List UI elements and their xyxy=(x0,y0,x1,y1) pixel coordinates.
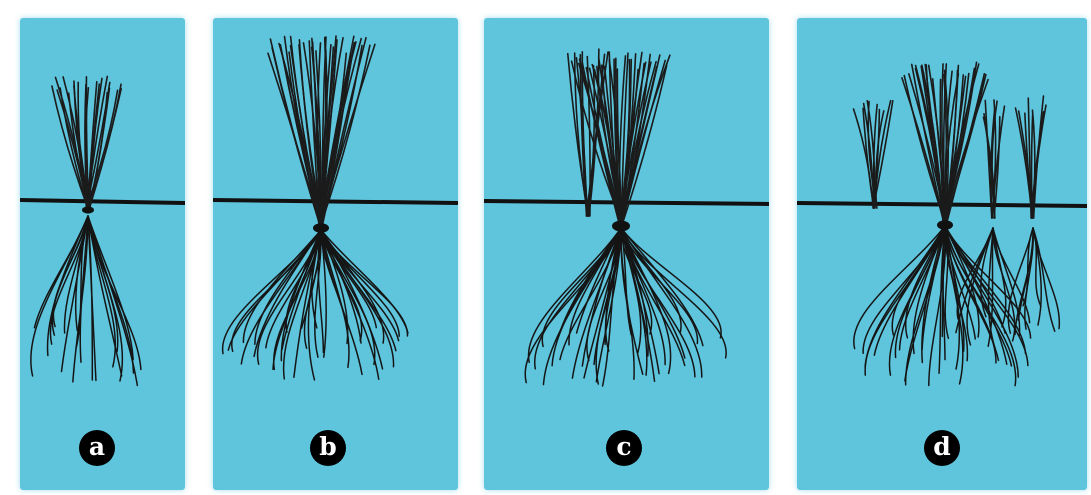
plant-crown xyxy=(82,206,94,213)
root-strand xyxy=(1033,228,1059,329)
plant-a-illustration xyxy=(20,18,185,490)
plant-crown xyxy=(313,223,329,233)
panel-label-d: d xyxy=(924,430,960,466)
plant-crown xyxy=(612,221,630,232)
root-strand xyxy=(993,228,1030,323)
panel-label-b: b xyxy=(310,430,346,466)
panel-c: c xyxy=(484,18,769,490)
panel-d: d xyxy=(797,18,1087,490)
plant-d-illustration xyxy=(797,18,1087,490)
plant-b-illustration xyxy=(213,18,458,490)
plant-c-illustration xyxy=(484,18,769,490)
plant-crown xyxy=(937,220,953,230)
root-strand xyxy=(1023,228,1033,306)
soil-surface-line xyxy=(213,200,458,203)
panel-label-c: c xyxy=(606,430,642,466)
soil-surface-line xyxy=(20,200,185,203)
panel-b: b xyxy=(213,18,458,490)
panel-a: a xyxy=(20,18,185,490)
panel-label-a: a xyxy=(79,430,115,466)
root-strand xyxy=(988,228,994,347)
